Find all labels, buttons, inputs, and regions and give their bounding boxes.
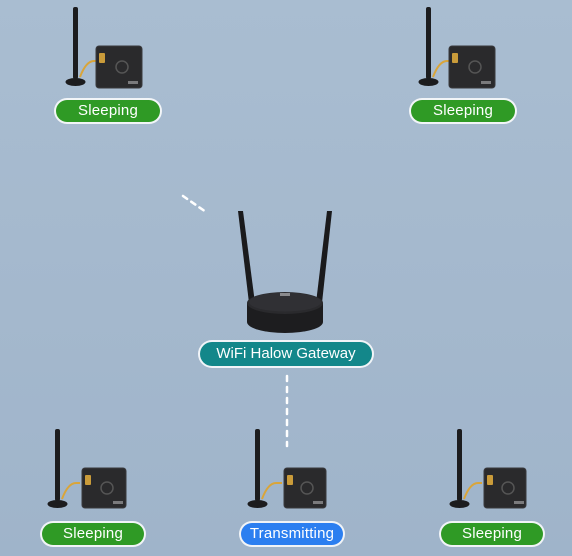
sensor-node-icon bbox=[65, 7, 143, 89]
sensor-node-icon bbox=[47, 429, 127, 509]
status-badge-top-left: Sleeping bbox=[56, 100, 160, 122]
link-top-left bbox=[181, 194, 208, 214]
status-badge-top-right: Sleeping bbox=[411, 100, 515, 122]
node-top-right bbox=[413, 5, 543, 89]
sensor-node-icon bbox=[449, 429, 527, 509]
sensor-node-icon bbox=[247, 429, 327, 509]
router-icon bbox=[238, 211, 332, 333]
status-badge-bottom-center: Transmitting bbox=[241, 523, 343, 545]
node-bottom-right bbox=[444, 427, 572, 509]
node-bottom-center bbox=[246, 427, 376, 509]
gateway-label: WiFi Halow Gateway bbox=[200, 342, 372, 366]
gateway bbox=[225, 205, 345, 335]
node-bottom-left bbox=[42, 427, 172, 509]
status-badge-bottom-left: Sleeping bbox=[42, 523, 144, 545]
sensor-node-icon bbox=[418, 7, 496, 89]
node-top-left bbox=[60, 5, 190, 89]
status-badge-bottom-right: Sleeping bbox=[441, 523, 543, 545]
